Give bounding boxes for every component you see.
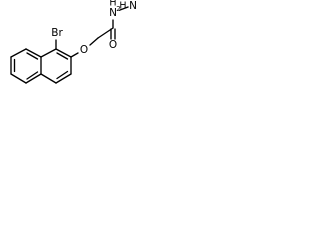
- bond: [55, 73, 72, 84]
- atom-h-terminal: H: [119, 1, 126, 12]
- double-bond-inner: [26, 71, 39, 80]
- atom-o-ether: O: [80, 44, 88, 56]
- atom-labels: Br O O N H N H 2: [51, 0, 137, 56]
- bond: [10, 48, 27, 58]
- bond: [25, 73, 42, 84]
- atom-h-amide: H: [109, 0, 116, 9]
- naphthalene-right-ring: [40, 48, 72, 84]
- bond: [55, 48, 72, 58]
- bond: [40, 73, 57, 84]
- atom-o-carbonyl: O: [109, 39, 117, 51]
- substituent-bonds: [55, 6, 129, 58]
- bond-n-n: [119, 6, 129, 11]
- bond: [25, 48, 42, 58]
- bond: [10, 73, 27, 84]
- atom-subscript-2: 2: [116, 5, 120, 13]
- double-bond-inner: [56, 52, 69, 60]
- double-bond-inner: [56, 70, 69, 80]
- atom-n-amide: N: [109, 7, 117, 19]
- bond-c-o: [70, 52, 79, 58]
- atom-br: Br: [51, 27, 63, 39]
- atom-n-terminal: N: [129, 0, 137, 12]
- bond-o-ch2: [89, 37, 99, 46]
- chemical-structure: Br O O N H N H 2: [10, 0, 137, 84]
- naphthalene-left-ring: [10, 48, 42, 84]
- bond: [40, 48, 57, 58]
- double-bond-inner: [26, 52, 39, 60]
